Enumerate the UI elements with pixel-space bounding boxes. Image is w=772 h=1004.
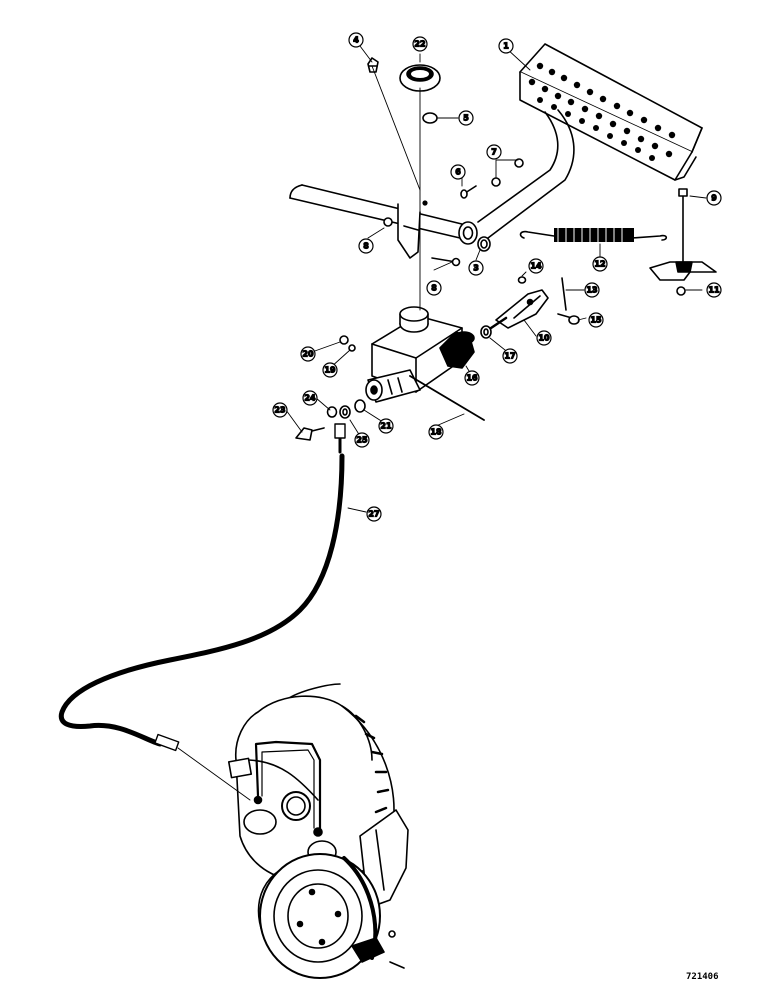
svg-text:8: 8 <box>431 284 437 293</box>
callout-1: 1 <box>498 38 514 54</box>
callout-15: 15 <box>588 312 604 328</box>
svg-text:9: 9 <box>711 194 717 203</box>
callout-7: 7 <box>486 144 502 160</box>
callout-10: 10 <box>536 330 552 346</box>
callout-26 <box>383 419 397 433</box>
jam-nut-17 <box>480 325 492 339</box>
svg-text:1: 1 <box>503 42 509 51</box>
gasket-25 <box>339 405 351 419</box>
nuts-7 <box>491 158 524 187</box>
callout-8-right: 8 <box>426 280 442 296</box>
svg-text:17: 17 <box>504 352 515 361</box>
hydraulic-hose-27 <box>58 423 346 752</box>
small-bolts-bottom <box>388 930 405 969</box>
bolt-6 <box>460 185 477 199</box>
grease-fitting-4 <box>367 57 379 73</box>
washer-20 <box>348 344 356 352</box>
svg-text:27: 27 <box>368 510 379 519</box>
brake-drum <box>257 853 385 979</box>
pedal-pad-holes <box>528 62 676 161</box>
return-spring-12 <box>519 227 668 243</box>
svg-text:12: 12 <box>594 260 605 269</box>
callout-17: 17 <box>502 348 518 364</box>
callout-23: 23 <box>272 402 288 418</box>
callout-5: 5 <box>458 110 474 126</box>
callout-13: 13 <box>584 282 600 298</box>
svg-text:18: 18 <box>430 428 442 437</box>
callout-9: 9 <box>706 190 722 206</box>
svg-text:8: 8 <box>363 242 369 251</box>
callout-20: 20 <box>300 346 316 362</box>
callout-8-left: 8 <box>358 238 374 254</box>
svg-text:25: 25 <box>356 436 368 445</box>
callout-16: 16 <box>464 370 480 386</box>
leader-lines <box>177 45 707 801</box>
svg-text:15: 15 <box>590 316 602 325</box>
svg-text:22: 22 <box>414 40 425 49</box>
callout-markers: 1 3 4 5 6 7 8 8 9 10 11 12 13 14 15 16 1… <box>272 32 722 522</box>
svg-text:11: 11 <box>708 286 720 295</box>
callout-14: 14 <box>528 258 544 274</box>
clevis-pin-15 <box>557 313 580 325</box>
plug-5 <box>422 112 438 124</box>
svg-text:10: 10 <box>538 334 550 343</box>
svg-text:13: 13 <box>586 286 597 295</box>
washer-26 <box>354 399 366 413</box>
svg-text:19: 19 <box>324 366 336 375</box>
svg-text:21: 21 <box>380 422 392 431</box>
bolt-8-right <box>431 257 461 267</box>
callout-22: 22 <box>412 36 428 52</box>
cotter-pin-13 <box>561 277 567 311</box>
callout-6: 6 <box>450 164 466 180</box>
svg-text:16: 16 <box>466 374 478 383</box>
svg-text:14: 14 <box>530 262 542 271</box>
callout-21: 21 <box>378 418 394 434</box>
bushing-3 <box>477 236 491 252</box>
callout-25: 25 <box>354 432 370 448</box>
callout-12: 12 <box>592 256 608 272</box>
seal-ring-22 <box>399 64 441 92</box>
callout-3: 3 <box>468 260 484 276</box>
nut-21 <box>339 335 349 345</box>
figure-number: 721406 <box>686 972 719 982</box>
pedal-arm <box>289 109 575 259</box>
svg-text:23: 23 <box>274 406 285 415</box>
callout-24: 24 <box>302 390 318 406</box>
svg-text:5: 5 <box>463 114 469 123</box>
callout-19: 19 <box>322 362 338 378</box>
callout-27: 27 <box>366 506 382 522</box>
dust-boot-18 <box>439 331 475 369</box>
cotter-pin-14 <box>517 276 527 284</box>
svg-text:4: 4 <box>353 36 359 45</box>
brake-pedal-pad <box>519 43 703 181</box>
svg-text:7: 7 <box>491 148 497 157</box>
bolt-8-left <box>383 217 393 227</box>
callout-4: 4 <box>348 32 364 48</box>
svg-text:24: 24 <box>304 394 316 403</box>
callout-11: 11 <box>706 282 722 298</box>
svg-text:20: 20 <box>302 350 314 359</box>
callout-18: 18 <box>428 424 444 440</box>
stop-bracket <box>649 188 717 296</box>
long-bolt-19 <box>409 375 485 421</box>
svg-text:3: 3 <box>473 264 479 273</box>
master-cylinder <box>365 306 463 403</box>
svg-text:6: 6 <box>455 168 461 177</box>
clevis-16 <box>486 289 549 332</box>
